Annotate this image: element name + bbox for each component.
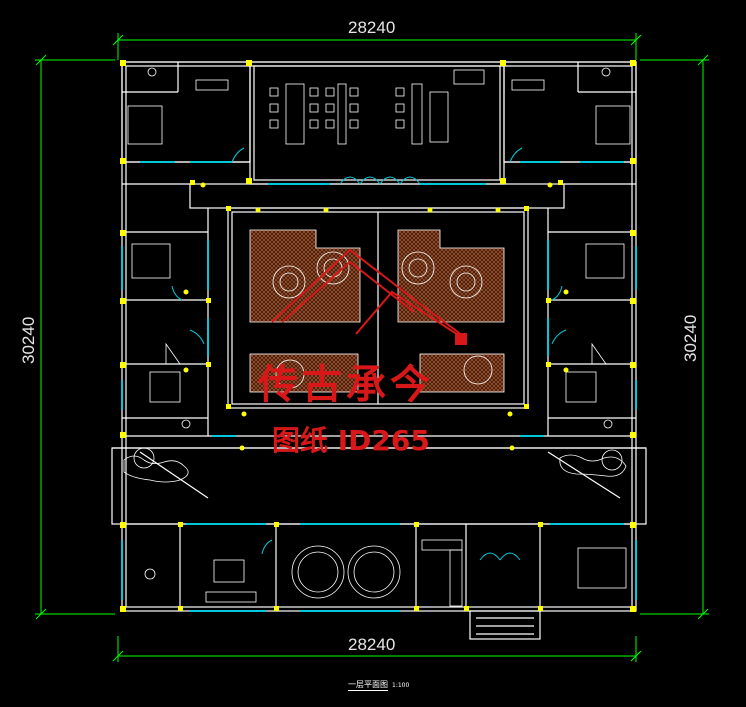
hall-chairs — [269, 87, 405, 129]
top-dimension-label: 28240 — [348, 18, 395, 37]
dimension-lines — [35, 33, 709, 662]
walls — [111, 61, 647, 640]
door-swings — [171, 147, 567, 561]
windows — [121, 161, 637, 612]
drawing-title: 一层平面图 1:100 — [348, 679, 410, 691]
furniture — [127, 67, 631, 607]
bottom-dimension-label: 28240 — [348, 635, 395, 654]
right-dimension-label: 30240 — [681, 315, 700, 362]
drawing-name: 一层平面图 — [348, 680, 388, 691]
watermark-id: 图纸 ID265 — [272, 424, 430, 457]
watermark: 传古承今 图纸 ID265 — [257, 248, 467, 457]
columns — [120, 60, 636, 612]
watermark-title: 传古承今 — [257, 362, 434, 408]
rockery — [123, 447, 627, 483]
courtyard-trees — [272, 251, 493, 389]
watermark-roof-logo — [271, 248, 467, 345]
left-dimension-label: 30240 — [19, 317, 38, 364]
drawing-scale: 1:100 — [392, 682, 410, 689]
